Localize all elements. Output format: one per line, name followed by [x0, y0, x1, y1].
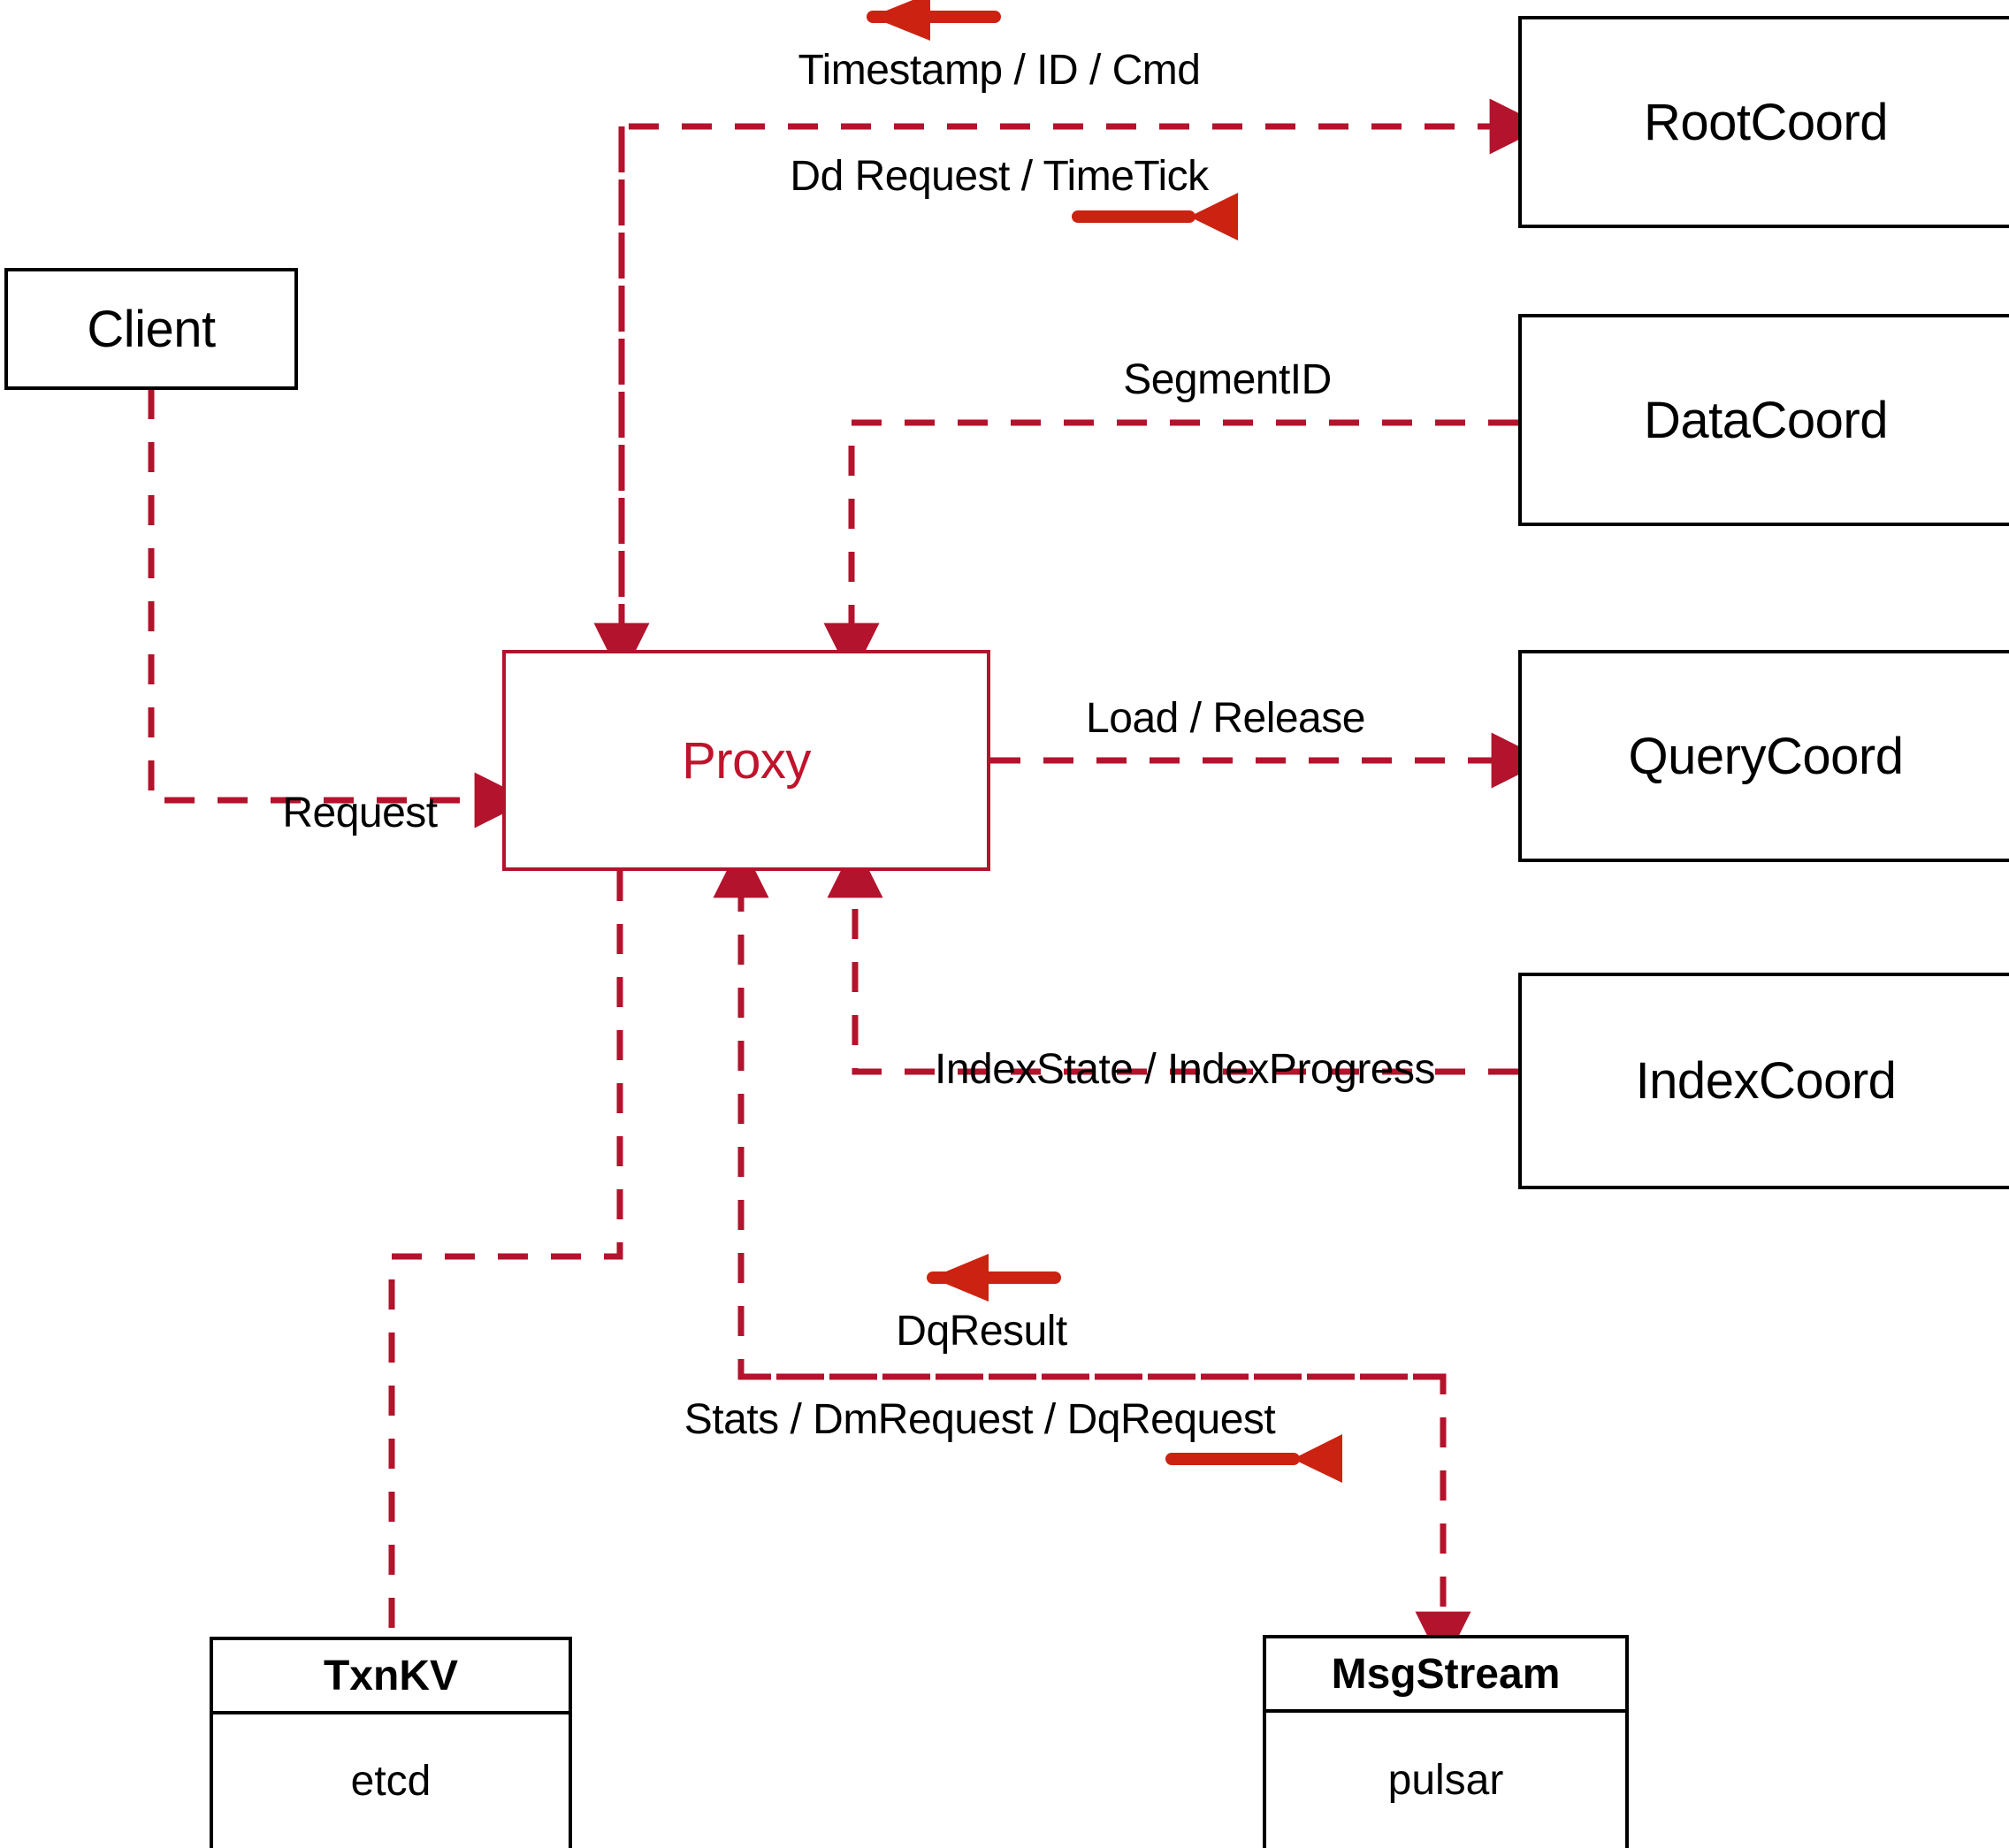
node-indexcoord[interactable]: IndexCoord	[1518, 973, 2009, 1189]
edge-proxy-to-rootcoord	[618, 98, 1546, 650]
edge-label-load-release: Load / Release	[1086, 695, 1365, 742]
node-txnkv[interactable]: TxnKV etcd	[210, 1637, 572, 1848]
node-msgstream-header: MsgStream	[1266, 1638, 1625, 1713]
node-msgstream-body: pulsar	[1387, 1757, 1504, 1804]
edge-datacoord-to-proxy	[823, 419, 1518, 679]
edge-client-to-proxy	[148, 389, 531, 829]
edge-label-segment-id: SegmentID	[1123, 356, 1332, 403]
node-indexcoord-label: IndexCoord	[1635, 1052, 1897, 1110]
arrow-stats-right	[1165, 1434, 1342, 1483]
node-querycoord[interactable]: QueryCoord	[1518, 650, 2009, 862]
node-querycoord-label: QueryCoord	[1628, 727, 1904, 785]
arrow-dqresult-left	[927, 1254, 1061, 1302]
node-proxy-label: Proxy	[682, 731, 811, 790]
edge-label-timestamp-id-cmd: Timestamp / ID / Cmd	[798, 47, 1201, 94]
node-proxy[interactable]: Proxy	[502, 650, 990, 871]
node-txnkv-body: etcd	[350, 1758, 432, 1805]
node-txnkv-header: TxnKV	[213, 1640, 569, 1714]
edge-label-stats-dm-dq: Stats / DmRequest / DqRequest	[684, 1396, 1276, 1443]
node-msgstream[interactable]: MsgStream pulsar	[1263, 1635, 1629, 1848]
node-datacoord-label: DataCoord	[1644, 391, 1888, 449]
arrow-ddrequest-right	[1072, 193, 1238, 241]
edge-label-dq-result: DqResult	[896, 1308, 1067, 1355]
node-client-label: Client	[87, 300, 216, 358]
edge-label-index-state: IndexState / IndexProgress	[935, 1046, 1436, 1093]
edge-proxy-to-msgstream	[741, 1373, 1471, 1668]
edge-proxy-to-txnkv	[388, 871, 623, 1631]
edge-label-dd-request-timetick: Dd Request / TimeTick	[790, 153, 1209, 200]
edge-label-request: Request	[282, 790, 438, 836]
node-client[interactable]: Client	[4, 268, 298, 390]
node-rootcoord[interactable]: RootCoord	[1518, 16, 2009, 228]
node-datacoord[interactable]: DataCoord	[1518, 314, 2009, 526]
arrow-timestamp-left	[867, 0, 1001, 41]
edge-msgstream-to-proxy	[713, 842, 1443, 1380]
node-rootcoord-label: RootCoord	[1644, 93, 1888, 151]
edge-indexcoord-to-proxy	[827, 842, 1518, 1075]
